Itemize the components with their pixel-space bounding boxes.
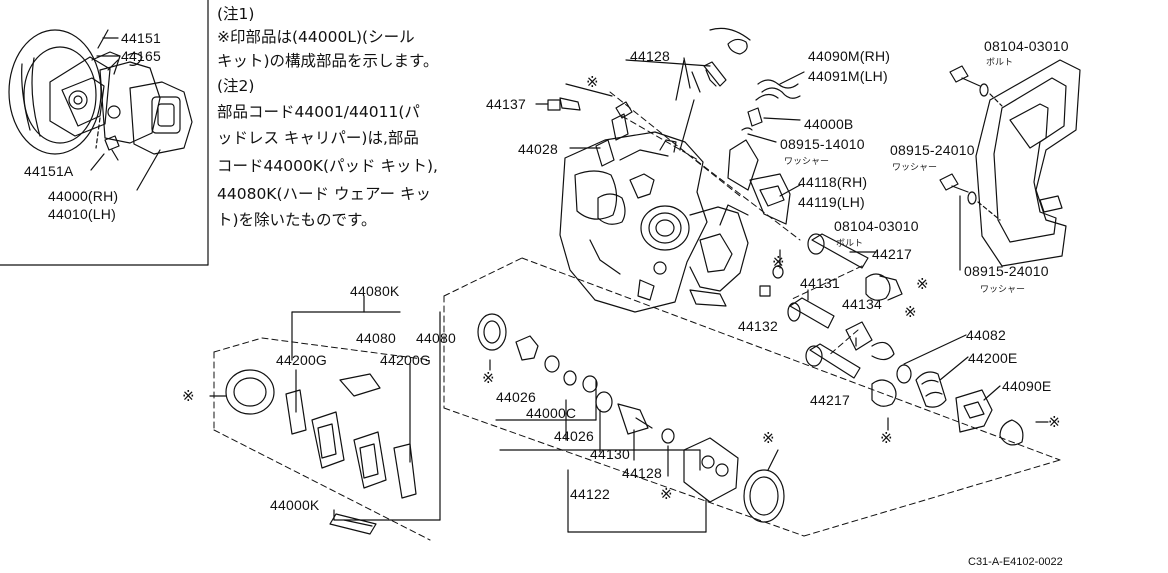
note1-line1: ※印部品は(44000L)(シール [217,28,415,46]
seal-kit-mark: ※ [772,253,785,271]
label-44119: 44119(LH) [798,194,865,210]
label-44090m: 44090M(RH) [808,48,891,64]
label-44118: 44118(RH) [798,174,868,190]
inset-frame [0,0,209,266]
seal-kit-mark: ※ [904,303,917,321]
note2-heading: (注2) [217,77,255,95]
seal-kit-mark: ※ [880,429,893,447]
bleeder-parts [547,27,751,167]
note2-line4: 44080K(ハード ウェアー キッ [217,185,431,203]
label-44134: 44134 [842,296,882,312]
label-44200g-a: 44200G [276,352,328,368]
label-44026-b: 44026 [554,428,594,444]
label-44080-b: 44080 [416,330,456,346]
seal-kit-mark: ※ [660,485,673,503]
label-08915-24010-bottom: 08915-24010 [964,263,1049,279]
seal-parts [871,341,1024,446]
caliper-body [559,131,749,313]
label-08915-14010: 08915-14010 [780,136,865,152]
label-08915-24010-top: 08915-24010 [890,142,975,158]
piston-assembly [477,313,785,523]
label-44010-lh: 44010(LH) [48,206,116,222]
label-44090e: 44090E [1002,378,1052,394]
seal-kit-mark: ※ [762,429,775,447]
label-44026-a: 44026 [496,389,536,405]
seal-kit-mark: ※ [182,387,195,405]
bolts-washers [939,65,1003,221]
label-08104-03010-top: 08104-03010 [984,38,1069,54]
label-44151a: 44151A [24,163,74,179]
note2-line5: ト)を除いたものです。 [217,211,377,229]
leader-lines [209,59,1049,533]
label-08104-03010-mid: 08104-03010 [834,218,919,234]
seal-kit-mark: ※ [1048,413,1061,431]
washer-note-c: ワッシャー [980,285,1026,295]
label-44028: 44028 [518,141,558,157]
label-44200e: 44200E [968,350,1018,366]
label-44082: 44082 [966,327,1006,343]
guide-pins [759,233,903,407]
label-44000b: 44000B [804,116,854,132]
note2-line1: 部品コード44001/44011(パ [217,103,420,121]
label-44000k: 44000K [270,497,320,513]
dashed-lines [213,91,1061,541]
label-44132: 44132 [738,318,778,334]
label-44200g-b: 44200G [380,352,432,368]
label-44080k: 44080K [350,283,400,299]
spring-parts [727,79,801,225]
seal-kit-mark: ※ [916,275,929,293]
mounting-bracket [975,59,1081,267]
label-44122: 44122 [570,486,610,502]
note1-line2: キット)の構成部品を示します。 [217,52,439,70]
label-44217-upper: 44217 [872,246,912,262]
label-44217-lower: 44217 [810,392,850,408]
washer-note-b: ワッシャー [892,163,938,173]
seal-kit-mark: ※ [586,73,599,91]
bolt-note-b: ボルト [836,239,864,249]
label-44080-a: 44080 [356,330,396,346]
washer-note-a: ワッシャー [784,157,830,167]
label-44000c: 44000C [526,405,577,421]
label-44091m: 44091M(LH) [808,68,888,84]
note1-heading: (注1) [217,5,255,23]
seal-kit-mark: ※ [482,369,495,387]
label-44000-rh: 44000(RH) [48,188,119,204]
note2-line2: ッドレス キャリパー)は,部品 [217,129,419,147]
bolt-note-a: ボルト [986,58,1014,68]
diagram-code: C31-A-E4102-0022 [968,556,1063,568]
inset-assembly [8,29,193,191]
note2-line3: コード44000K(パッド キット), [217,157,438,175]
label-44137: 44137 [486,96,526,112]
pad-kit [225,369,417,535]
label-44130: 44130 [590,446,630,462]
label-44131: 44131 [800,275,840,291]
label-44128-top: 44128 [630,48,670,64]
label-44151: 44151 [121,30,161,46]
label-44128-bottom: 44128 [622,465,662,481]
label-44165: 44165 [121,48,161,64]
